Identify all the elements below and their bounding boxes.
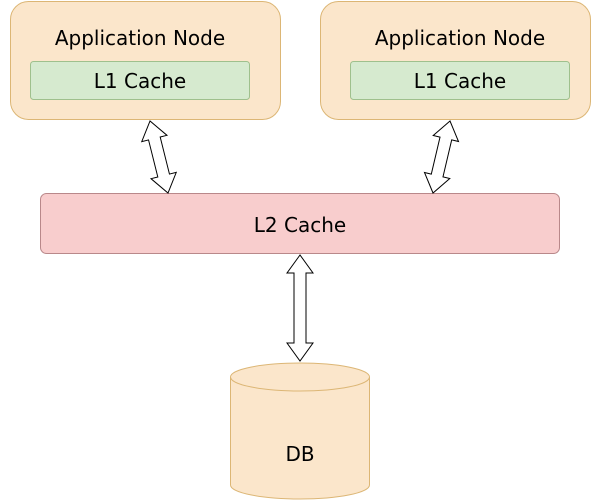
l2-cache-label: L2 Cache bbox=[254, 213, 346, 237]
application-node-left: Application Node L1 Cache bbox=[10, 1, 281, 120]
l1-cache-left-label: L1 Cache bbox=[94, 69, 186, 93]
l2-cache: L2 Cache bbox=[40, 193, 560, 254]
l1-cache-right-label: L1 Cache bbox=[414, 69, 506, 93]
application-node-right-box bbox=[320, 1, 591, 120]
l2-cache-box bbox=[40, 193, 560, 254]
application-node-left-title: Application Node bbox=[55, 26, 225, 50]
database-label: DB bbox=[285, 442, 314, 466]
database-cylinder bbox=[230, 362, 370, 500]
database-top-rim bbox=[230, 376, 370, 392]
l1-cache-right-box bbox=[350, 61, 570, 100]
double-arrow-right-to-l2 bbox=[423, 120, 460, 194]
double-arrow-left-to-l2 bbox=[140, 120, 178, 194]
l1-cache-left-box bbox=[30, 61, 250, 100]
double-arrow-l2-to-db bbox=[286, 254, 314, 362]
database: DB bbox=[230, 362, 370, 500]
application-node-right: Application Node L1 Cache bbox=[320, 1, 591, 120]
application-node-left-box bbox=[10, 1, 281, 120]
application-node-right-title: Application Node bbox=[375, 26, 545, 50]
